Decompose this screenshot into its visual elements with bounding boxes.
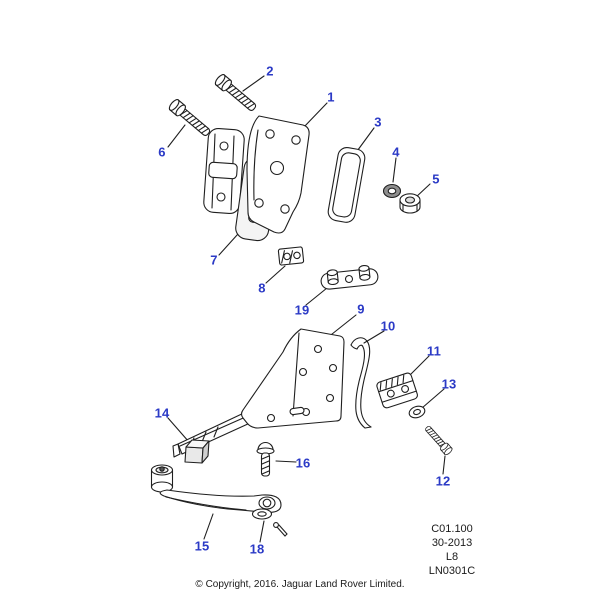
doc-date: 30-2013 (431, 537, 473, 549)
callout-9[interactable]: 9 (357, 301, 365, 317)
part-washer-18 (251, 508, 273, 520)
part-block (184, 439, 210, 464)
part-link-plate (320, 264, 379, 290)
callout-11[interactable]: 11 (426, 343, 442, 359)
part-lever-arm (150, 464, 282, 513)
callout-16[interactable]: 16 (295, 455, 311, 471)
doc-code: C01.100 (431, 523, 473, 535)
callout-13[interactable]: 13 (441, 376, 457, 392)
callout-12[interactable]: 12 (435, 473, 451, 489)
leader-lines (167, 75, 446, 543)
part-clamp-bracket (376, 372, 418, 409)
callout-4[interactable]: 4 (392, 144, 400, 160)
part-curved-arm (350, 337, 372, 429)
doc-rev: L8 (445, 551, 459, 563)
part-split-pin (273, 522, 288, 537)
callout-2[interactable]: 2 (266, 63, 274, 79)
callout-14[interactable]: 14 (154, 405, 170, 421)
part-hinge-plate (246, 115, 310, 234)
callout-3[interactable]: 3 (374, 114, 382, 130)
part-washer-4 (382, 183, 402, 199)
callout-18[interactable]: 18 (249, 541, 265, 557)
callout-7[interactable]: 7 (210, 252, 218, 268)
part-shoulder-bolt (256, 442, 275, 477)
part-packing-plate (327, 147, 366, 223)
part-nut (399, 193, 421, 214)
doc-ref: LN0301C (428, 565, 476, 577)
copyright-text: © Copyright, 2016. Jaguar Land Rover Lim… (195, 579, 405, 590)
callout-5[interactable]: 5 (432, 171, 440, 187)
callout-6[interactable]: 6 (158, 144, 166, 160)
callout-1[interactable]: 1 (327, 89, 335, 105)
doc-info: C01.100 30-2013 L8 LN0301C (406, 522, 498, 578)
callout-10[interactable]: 10 (380, 318, 396, 334)
callout-8[interactable]: 8 (258, 280, 266, 296)
part-spacer-block (277, 246, 305, 266)
callout-15[interactable]: 15 (194, 538, 210, 554)
part-washer-13 (408, 405, 426, 419)
callout-19[interactable]: 19 (294, 302, 310, 318)
part-hinge-pivot (203, 127, 245, 215)
